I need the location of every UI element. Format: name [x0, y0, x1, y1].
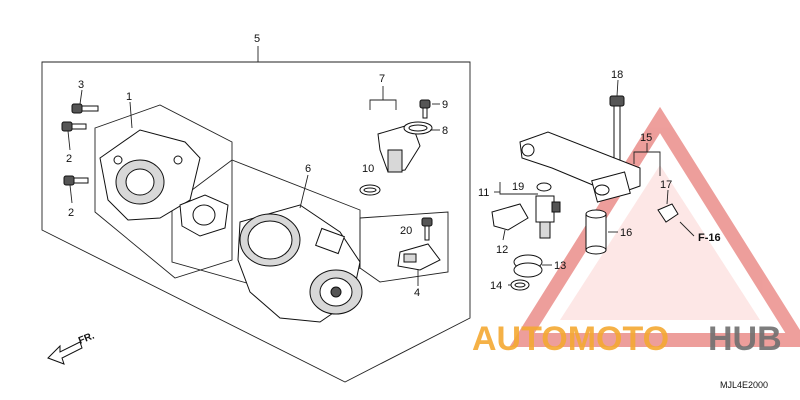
callout-2-b: 2 — [68, 207, 74, 219]
watermark-logo: AUTOMOTO HUB — [472, 320, 782, 358]
subassembly-box-4 — [359, 211, 449, 283]
screw-part-20 — [421, 217, 433, 241]
callout-17: 17 — [660, 179, 672, 191]
fr-direction-arrow-icon — [47, 341, 83, 365]
insulator-part-1 — [99, 129, 201, 221]
fuel-rail-bracket — [519, 131, 641, 203]
screw-part-3 — [71, 103, 99, 114]
callout-11: 11 — [478, 187, 489, 199]
callout-15: 15 — [640, 132, 652, 144]
gasket — [179, 194, 229, 237]
callout-2-a: 2 — [66, 153, 72, 165]
cap-part-13 — [513, 254, 543, 278]
callout-20: 20 — [400, 225, 412, 237]
clip-part-12 — [491, 203, 529, 231]
sensor-part-4 — [397, 243, 441, 271]
callout-13: 13 — [554, 260, 566, 272]
callout-14: 14 — [490, 280, 502, 292]
throttle-body-part-6 — [237, 204, 363, 323]
seal-part-14 — [510, 279, 530, 291]
screw-part-2-a — [61, 121, 87, 132]
callout-5: 5 — [254, 33, 260, 45]
sensor-part-7 — [369, 86, 421, 173]
callout-4: 4 — [414, 287, 420, 299]
watermark-text-primary: AUTOMOTO — [472, 320, 669, 358]
callout-12: 12 — [496, 244, 508, 256]
reference-label-f16: F-16 — [698, 232, 721, 244]
bolt-part-18 — [609, 95, 625, 167]
callout-16: 16 — [620, 227, 632, 239]
drawing-code: MJL4E2000 — [720, 380, 768, 390]
watermark-text-secondary: HUB — [708, 320, 782, 358]
bolt-part-9 — [419, 99, 431, 119]
oring-part-10 — [359, 184, 381, 196]
callout-3: 3 — [78, 79, 84, 91]
pipe-part-16 — [585, 209, 607, 255]
assembly-box-outline — [41, 61, 471, 383]
oring-part-8 — [403, 121, 433, 135]
oring-part-19 — [536, 182, 552, 192]
callout-6: 6 — [305, 163, 311, 175]
callout-7: 7 — [379, 73, 385, 85]
direction-label-fr: FR. — [77, 330, 96, 346]
callout-10: 10 — [362, 163, 374, 175]
callout-8: 8 — [442, 125, 448, 137]
fuel-injector — [535, 195, 561, 239]
callout-19: 19 — [512, 181, 524, 193]
clip-part-17 — [657, 203, 679, 223]
callout-1: 1 — [126, 91, 132, 103]
screw-part-2-b — [63, 175, 89, 186]
callout-18: 18 — [611, 69, 623, 81]
callout-9: 9 — [442, 99, 448, 111]
subassembly-box-1 — [94, 104, 233, 279]
